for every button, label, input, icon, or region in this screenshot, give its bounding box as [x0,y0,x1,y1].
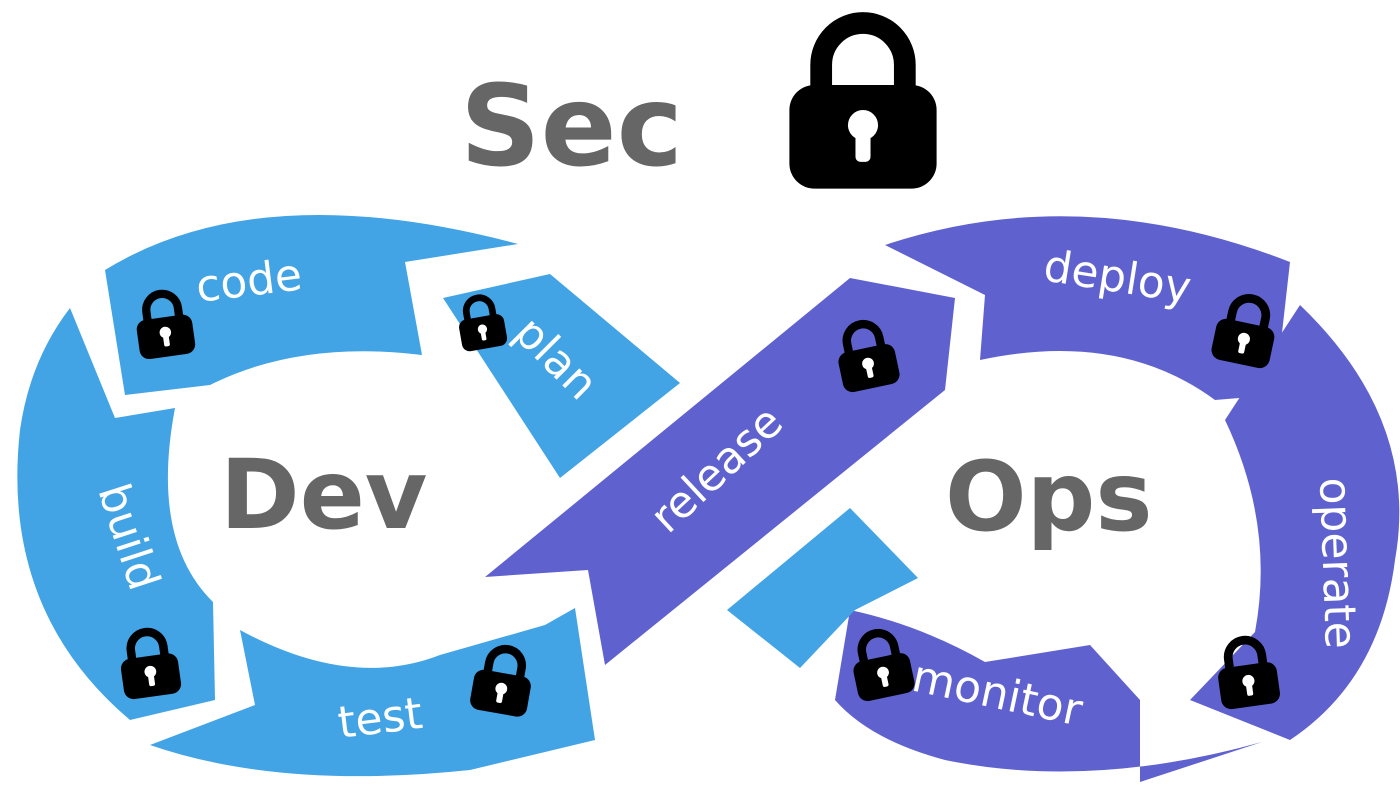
monitor-segment[interactable] [835,610,1262,782]
release-segment[interactable] [485,278,955,665]
operate-label: operate [1309,477,1366,650]
code-segment[interactable] [105,214,518,395]
test-segment[interactable] [150,608,595,777]
sec-title: Sec [460,62,683,192]
deploy-segment[interactable] [885,216,1290,400]
ops-loop [485,216,1400,782]
build-segment[interactable] [17,308,215,720]
dev-label: Dev [220,439,427,551]
ops-label: Ops [945,441,1152,553]
operate-segment[interactable] [1190,305,1400,740]
monitor-to-plan-connector [727,508,918,668]
test-label: test [335,688,425,749]
sec-lock-icon [789,23,936,189]
